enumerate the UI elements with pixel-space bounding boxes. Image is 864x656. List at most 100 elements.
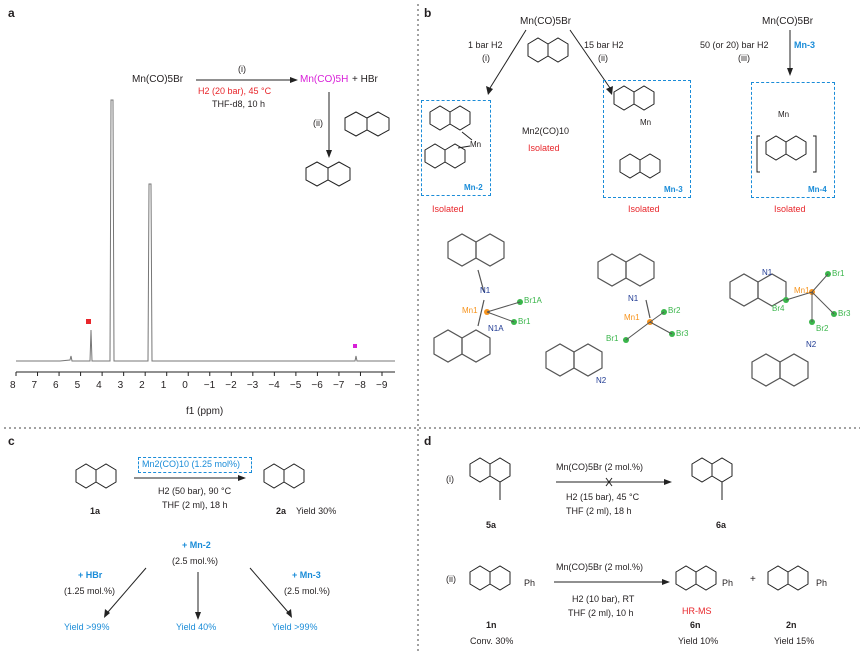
d-hrms: HR-MS — [682, 606, 712, 616]
nmr-xlabel: f1 (ppm) — [186, 406, 224, 417]
d-sub-i: 5a — [486, 520, 497, 530]
atom-mn4-n2: N2 — [806, 340, 817, 349]
catalyst-box — [138, 457, 252, 473]
mn4-structure — [756, 135, 817, 173]
d-ii: (ii) — [446, 574, 456, 584]
b-path-iii: (iii) — [738, 53, 750, 63]
c-add-mid: + Mn-2 — [182, 540, 211, 550]
x-tick-label: −9 — [376, 380, 388, 391]
x-tick-label: −2 — [225, 380, 237, 391]
x-tick-label: −5 — [289, 380, 302, 391]
panel-label-a: a — [8, 6, 15, 20]
panel-label-b: b — [424, 6, 432, 20]
d-prod-i: 6a — [716, 520, 727, 530]
c-add-right-amt: (2.5 mol.%) — [284, 586, 331, 596]
structure-1n — [469, 565, 511, 591]
mn3-box — [603, 80, 691, 198]
structure-2n — [767, 565, 809, 591]
b-cond-ii: 15 bar H2 — [584, 40, 624, 50]
c-add-right: + Mn-3 — [292, 570, 321, 580]
c-cond2: THF (2 ml), 18 h — [162, 500, 228, 510]
mn3-mn: Mn — [640, 118, 652, 127]
mn4-label: Mn-4 — [808, 185, 827, 194]
atom-mn3-br3: Br3 — [676, 329, 689, 338]
nmr-spectrum — [15, 99, 395, 376]
mn4-box — [751, 82, 835, 198]
d-cat-i: Mn(CO)5Br (2 mol.%) — [556, 462, 644, 472]
d-conv: Conv. 30% — [470, 636, 514, 646]
d-cat-ii: Mn(CO)5Br (2 mol.%) — [556, 562, 644, 572]
d-prod-6n: 6n — [690, 620, 701, 630]
c-catalyst: Mn2(CO)10 (1.25 mol%) — [142, 459, 241, 469]
mn4-isolated: Isolated — [774, 204, 806, 214]
c-add-left: + HBr — [78, 570, 103, 580]
cond-ii-label: (ii) — [313, 118, 323, 128]
c-prod-label: 2a — [276, 506, 287, 516]
d-ph-1n: Ph — [524, 578, 536, 588]
thq-structure-a — [305, 161, 351, 187]
x-tick-label: 3 — [117, 380, 124, 391]
reactant-mnco5br: Mn(CO)5Br — [132, 74, 184, 85]
b-reactant-right: Mn(CO)5Br — [762, 16, 814, 27]
x-tick-label: 5 — [74, 380, 81, 391]
quinoline-1a — [75, 463, 117, 489]
d-ph-2n: Ph — [816, 578, 828, 588]
b-cond-iii: 50 (or 20) bar H2 — [700, 40, 769, 50]
x-tick-label: −6 — [311, 380, 323, 391]
c-sub-label: 1a — [90, 506, 101, 516]
b-reactant-left: Mn(CO)5Br — [520, 16, 572, 27]
d-ph-6n: Ph — [722, 578, 734, 588]
atom-mn2-n1: N1 — [480, 286, 491, 295]
atom-mn2-n1a: N1A — [488, 324, 504, 333]
thq-2a — [263, 463, 305, 489]
d-yield-6n: Yield 10% — [678, 636, 719, 646]
mn2-box — [421, 100, 491, 196]
crystal-structure-mn3 — [545, 253, 655, 377]
crystal-structure-mn4 — [729, 273, 809, 387]
marker-hydride-red — [86, 319, 91, 324]
x-tick-label: −1 — [203, 380, 216, 391]
atom-mn2-mn1: Mn1 — [462, 306, 478, 315]
product-mnco5h: Mn(CO)5H — [300, 74, 349, 85]
atom-mn3-br1: Br1 — [606, 334, 619, 343]
mn2-isolated: Isolated — [432, 204, 464, 214]
d-cond-ii-2: THF (2 ml), 10 h — [568, 608, 634, 618]
x-tick-label: 0 — [182, 380, 188, 391]
atom-mn4-mn1: Mn1 — [794, 286, 810, 295]
atom-mn4-br3: Br3 — [838, 309, 851, 318]
structure-6a — [691, 457, 733, 500]
d-prod-2n: 2n — [786, 620, 797, 630]
atom-mn3-n1: N1 — [628, 294, 639, 303]
mn3-isolated: Isolated — [628, 204, 660, 214]
mn2co10-label: Mn2(CO)10 — [522, 126, 570, 136]
b-cat-mn3: Mn-3 — [794, 40, 815, 50]
mn3-structure — [613, 85, 661, 179]
b-path-ii: (ii) — [598, 53, 608, 63]
crystal-structure-mn2 — [433, 233, 505, 363]
marker-hydride-magenta — [353, 344, 357, 348]
x-tick-label: −4 — [268, 380, 280, 391]
x-tick-label: 4 — [96, 380, 102, 391]
atom-mn2-br1a: Br1A — [524, 296, 542, 305]
product-hbr: + HBr — [352, 74, 378, 85]
c-add-left-amt: (1.25 mol.%) — [64, 586, 116, 596]
atom-mn3-n2: N2 — [596, 376, 607, 385]
quinoline-structure-b — [527, 37, 569, 63]
cond-h2: H2 (20 bar), 45 °C — [198, 86, 272, 96]
atom-mn4-br1: Br1 — [832, 269, 845, 278]
x-tick-label: 7 — [31, 380, 38, 391]
mn3-label: Mn-3 — [664, 185, 683, 194]
d-yield-2n: Yield 15% — [774, 636, 815, 646]
c-yield-right: Yield >99% — [272, 622, 318, 632]
d-cond-ii-1: H2 (10 bar), RT — [572, 594, 635, 604]
d-sub-ii: 1n — [486, 620, 497, 630]
c-yield-left: Yield >99% — [64, 622, 110, 632]
d-cond-i-2: THF (2 ml), 18 h — [566, 506, 632, 516]
mn2-structure — [424, 105, 473, 169]
mn4-mn: Mn — [778, 110, 790, 119]
panel-label-c: c — [8, 434, 15, 448]
c-add-mid-amt: (2.5 mol.%) — [172, 556, 219, 566]
mn2-label: Mn-2 — [464, 183, 483, 192]
d-i: (i) — [446, 474, 454, 484]
